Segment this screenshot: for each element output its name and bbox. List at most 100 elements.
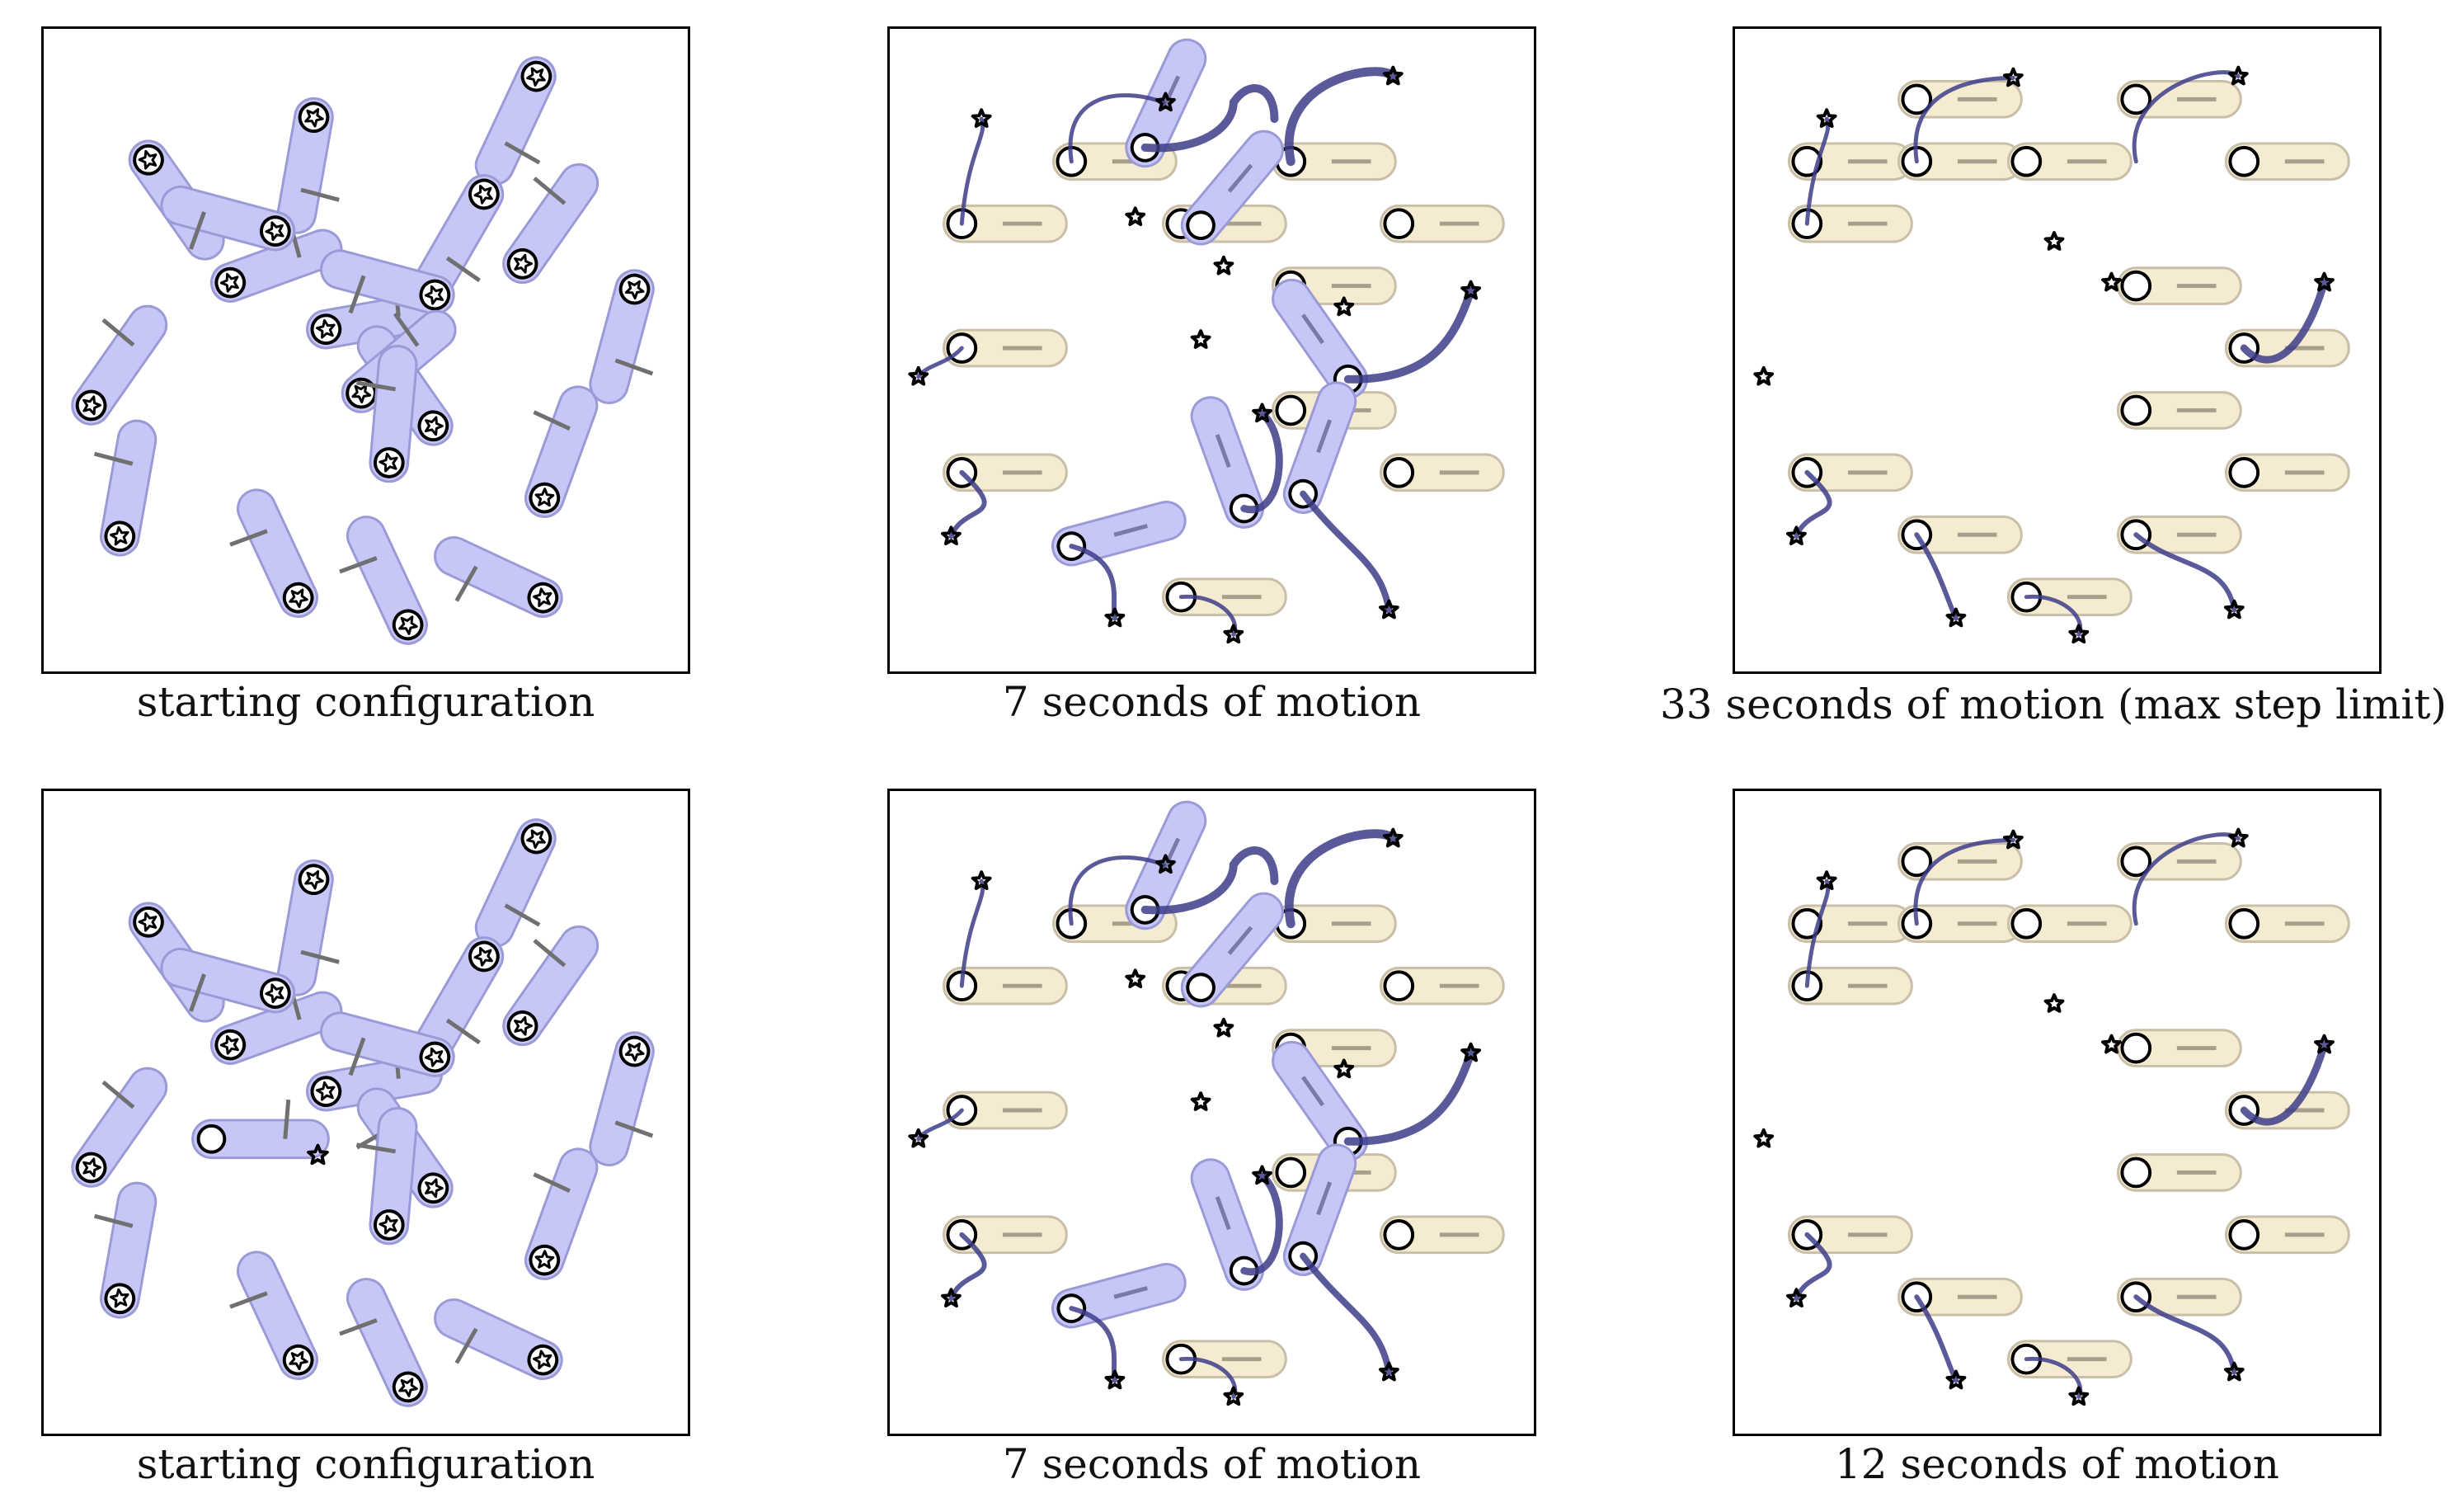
star-icon xyxy=(1223,624,1244,644)
goal-capsule xyxy=(1788,904,1913,944)
robot-capsule xyxy=(434,1298,563,1381)
start-configuration-diagram-row1 xyxy=(71,56,655,645)
caption-7s-row2: 7 seconds of motion xyxy=(1002,1440,1422,1488)
star-icon xyxy=(1460,280,1481,300)
motion-trail xyxy=(1794,1232,1832,1302)
start-configuration-diagram-row2 xyxy=(71,818,655,1407)
robot-head xyxy=(133,906,164,938)
goal-capsule xyxy=(2006,1340,2132,1379)
goal-capsule xyxy=(2006,142,2132,181)
goal-capsule xyxy=(1161,577,1287,617)
goal-capsule xyxy=(1897,142,2023,181)
goal-capsule xyxy=(1379,453,1505,492)
motion-trail xyxy=(948,469,987,539)
robot-capsule xyxy=(320,1011,455,1077)
motion-trail xyxy=(1300,1252,1393,1376)
panel-12s-row2 xyxy=(1733,789,2382,1436)
goal-capsule xyxy=(1788,1215,1913,1255)
motion-trail xyxy=(1794,469,1832,539)
star-icon xyxy=(1223,1386,1244,1406)
robot-capsule xyxy=(160,947,296,1014)
motion-trail xyxy=(2240,1041,2328,1126)
robot-head xyxy=(133,144,164,176)
robot-head xyxy=(214,1029,247,1061)
robot-head xyxy=(618,273,651,305)
motion-trail xyxy=(948,1232,987,1302)
motion-trail xyxy=(1913,838,2015,926)
motion-trail xyxy=(2240,279,2328,364)
robot-capsule xyxy=(93,1181,158,1319)
robot-capsule xyxy=(276,97,340,234)
goal-capsule xyxy=(2116,1029,2242,1067)
star-icon xyxy=(2003,829,2024,850)
caption-33s-row1: 33 seconds of motion (max step limit) xyxy=(1660,681,2447,728)
star-icon xyxy=(1104,1369,1126,1390)
motion-12s-diagram-row2 xyxy=(1753,827,2350,1406)
goal-capsule xyxy=(943,1090,1068,1130)
robot-head xyxy=(618,1035,651,1067)
robot-capsule xyxy=(524,385,599,518)
robot-head xyxy=(259,215,291,247)
star-icon xyxy=(1378,1361,1399,1382)
robot-capsule xyxy=(320,249,455,315)
goal-capsule xyxy=(2224,142,2350,181)
robot-head xyxy=(419,279,451,311)
motion-trail xyxy=(1913,76,2015,164)
star-icon xyxy=(1155,92,1176,112)
star-icon xyxy=(2003,67,2024,87)
robot-head xyxy=(506,247,538,280)
robot-capsule xyxy=(415,174,505,299)
robot-in-motion xyxy=(1272,1040,1369,1162)
panel-start-row1 xyxy=(41,26,690,674)
motion-trail xyxy=(1240,409,1283,514)
star-icon xyxy=(1190,1091,1211,1111)
motion-trail xyxy=(1140,84,1279,153)
panel-33s-row1 xyxy=(1733,26,2382,674)
star-icon xyxy=(1945,1369,1967,1390)
goal-capsule xyxy=(1788,966,1913,1006)
motion-7s-diagram-row2 xyxy=(908,800,1505,1406)
robot-head xyxy=(75,389,107,422)
star-icon xyxy=(1252,403,1272,423)
robot-capsule xyxy=(93,419,158,557)
star-icon xyxy=(1816,870,1837,890)
panel-7s-row2 xyxy=(887,789,1536,1436)
goal-capsule xyxy=(2224,904,2350,944)
star-icon xyxy=(1333,296,1355,317)
robot-head xyxy=(529,1244,561,1276)
robot-capsule xyxy=(71,304,168,426)
star-icon xyxy=(1155,854,1176,874)
star-icon xyxy=(2043,993,2065,1013)
goal-capsule xyxy=(2006,904,2132,944)
robot-head xyxy=(259,977,291,1009)
panel-start-row2 xyxy=(41,789,690,1436)
star-icon xyxy=(2227,827,2249,848)
robot-capsule xyxy=(502,925,600,1047)
star-icon xyxy=(1190,329,1211,349)
robot-in-motion xyxy=(1180,892,1284,1008)
star-icon xyxy=(908,1128,929,1148)
goal-capsule xyxy=(2116,391,2242,430)
goal-capsule xyxy=(1161,1340,1287,1379)
robot-capsule xyxy=(356,1107,418,1246)
star-icon xyxy=(1786,525,1807,546)
star-icon xyxy=(908,365,929,386)
motion-trail xyxy=(1140,846,1279,915)
goal-capsule xyxy=(1379,1215,1505,1255)
star-icon xyxy=(971,870,992,890)
motion-trail xyxy=(1343,1048,1475,1146)
robot-capsule xyxy=(71,1067,168,1188)
robot-in-motion xyxy=(1051,501,1187,567)
robot-capsule xyxy=(502,163,600,285)
robot-capsule xyxy=(589,1031,655,1166)
goal-capsule xyxy=(2116,80,2242,119)
goal-capsule xyxy=(943,328,1068,368)
goal-capsule xyxy=(2224,453,2350,492)
star-icon xyxy=(2068,624,2090,644)
robot-head xyxy=(529,482,561,514)
goal-capsule xyxy=(1379,204,1505,243)
star-icon xyxy=(2314,271,2335,292)
motion-trail xyxy=(1300,490,1393,614)
goal-capsule xyxy=(1788,142,1913,181)
robot-head xyxy=(214,266,247,299)
